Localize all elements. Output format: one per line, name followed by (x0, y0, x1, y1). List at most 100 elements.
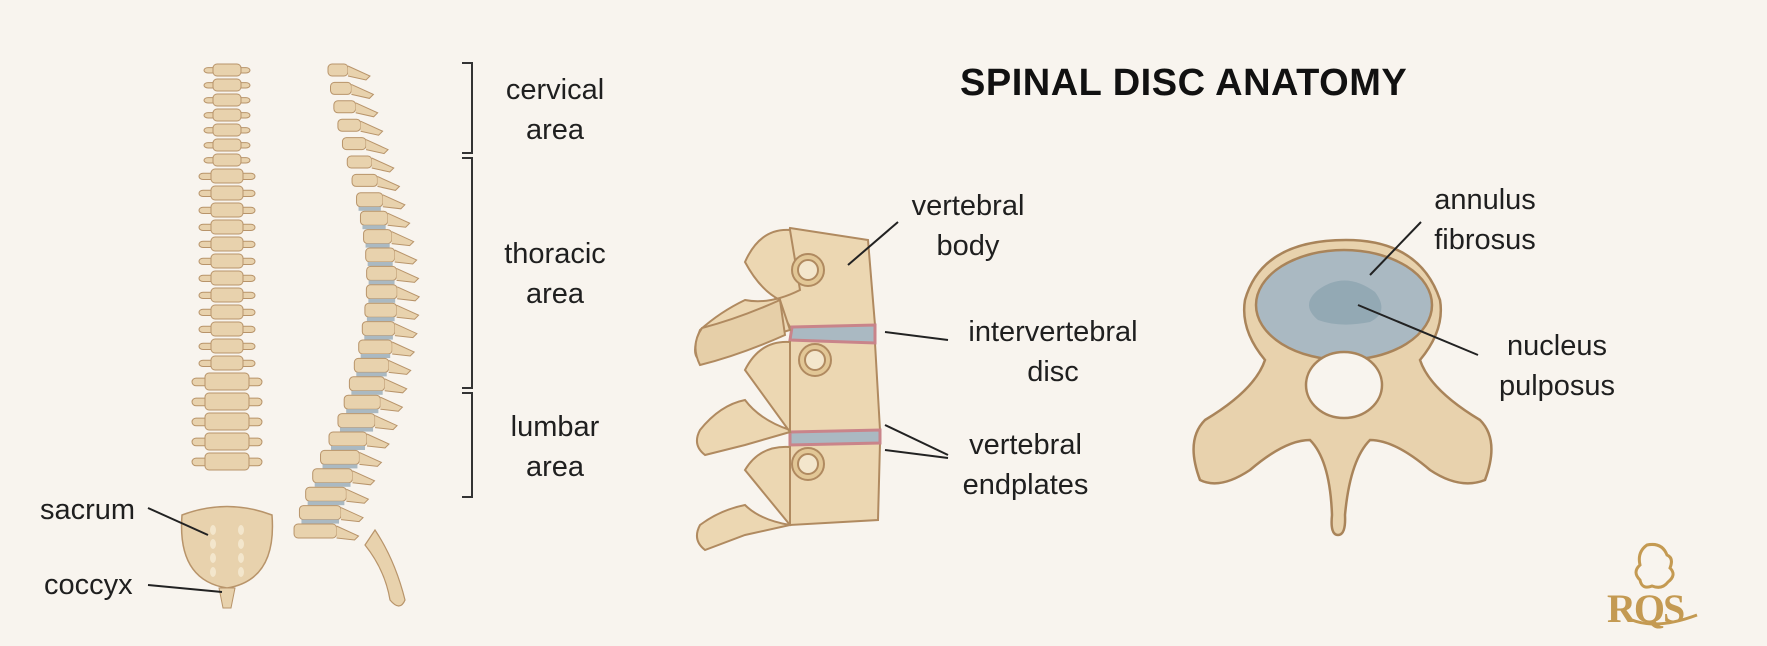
side-vertebra (298, 505, 342, 521)
front-vertebra (204, 372, 250, 391)
foramen-top-inner (797, 259, 819, 281)
front-vertebra (210, 338, 244, 354)
side-vertebra (346, 155, 373, 169)
lion-icon (1631, 543, 1698, 626)
side-vertebra (348, 376, 386, 392)
region-brackets (462, 62, 473, 498)
spinous-top (694, 298, 787, 367)
side-vertebra (305, 486, 347, 502)
front-vertebra (210, 202, 244, 218)
side-disc (346, 409, 379, 414)
process-mid (695, 340, 792, 457)
front-vertebra (204, 432, 250, 451)
intervertebral-disc-shape (788, 323, 877, 345)
leader-nucleus (1357, 304, 1479, 356)
side-process (346, 488, 370, 504)
side-vertebra (337, 413, 376, 429)
side-vertebra (328, 431, 368, 447)
front-spine (180, 63, 274, 609)
leader-endplate-1 (884, 424, 949, 456)
side-process (374, 415, 398, 431)
front-vertebra (210, 253, 244, 269)
front-vertebra (210, 185, 244, 201)
side-vertebra (351, 173, 378, 187)
side-disc (368, 298, 396, 303)
side-process (394, 249, 418, 265)
sacral-foramen (210, 539, 216, 549)
side-process (396, 304, 420, 320)
side-process (382, 194, 406, 210)
side-process (340, 507, 364, 523)
side-disc (314, 482, 351, 487)
side-disc (351, 390, 383, 395)
side-disc (368, 280, 395, 285)
front-vertebra (212, 93, 242, 107)
side-process (352, 470, 376, 486)
side-process (359, 451, 383, 467)
foramen-mid-inner (804, 349, 826, 371)
label-sacrum: sacrum (40, 494, 136, 526)
side-vertebra (363, 229, 393, 245)
side-disc (365, 243, 390, 248)
sacral-foramen (238, 553, 244, 563)
side-vertebra (356, 192, 384, 208)
front-vertebra (210, 168, 244, 184)
side-process (347, 65, 371, 81)
front-vertebra (212, 108, 242, 122)
front-vertebra (210, 287, 244, 303)
bracket-thoracic (462, 157, 473, 389)
sacral-foramen (238, 567, 244, 577)
front-vertebra (204, 392, 250, 411)
side-vertebra (320, 449, 360, 465)
side-process (380, 396, 404, 412)
diagram-title: SPINAL DISC ANATOMY (960, 62, 1408, 104)
side-process (366, 433, 390, 449)
front-vertebra (204, 412, 250, 431)
logo-text: RQS (1607, 586, 1685, 631)
side-vertebra (293, 523, 338, 539)
side-disc (356, 372, 387, 377)
side-process (396, 267, 420, 283)
side-process (371, 157, 395, 173)
side-disc (367, 262, 393, 266)
side-vertebra (337, 118, 362, 132)
side-disc (364, 335, 393, 340)
front-vertebra (212, 123, 242, 137)
front-vertebra (210, 219, 244, 235)
side-disc (331, 446, 366, 450)
side-process (365, 139, 389, 155)
front-vertebra (204, 452, 250, 471)
side-vertebra (361, 321, 396, 337)
side-vertebra (343, 394, 381, 410)
side-process (394, 323, 418, 339)
intervertebral-disc-shape-2 (788, 428, 882, 447)
coccyx-shape (218, 587, 236, 609)
side-process (391, 231, 415, 247)
leader-intervertebral-disc (884, 331, 949, 341)
side-process (360, 120, 384, 136)
front-vertebra (210, 304, 244, 320)
side-vertebra (327, 63, 349, 77)
sacral-foramen (210, 553, 216, 563)
front-vertebra (210, 355, 244, 371)
front-vertebra (212, 138, 242, 152)
vertebral-segment (694, 226, 882, 552)
sacral-foramen (238, 539, 244, 549)
side-coccyx (364, 528, 406, 607)
side-vertebra (353, 357, 390, 373)
side-process (388, 359, 412, 375)
leader-vertebral-body (847, 221, 899, 266)
side-spine (293, 63, 421, 607)
side-vertebra (364, 302, 398, 318)
front-vertebra (210, 270, 244, 286)
side-vertebra (341, 137, 367, 151)
side-disc (301, 519, 340, 524)
nucleus-pulposus-shape (1309, 280, 1382, 325)
side-process (391, 341, 416, 357)
